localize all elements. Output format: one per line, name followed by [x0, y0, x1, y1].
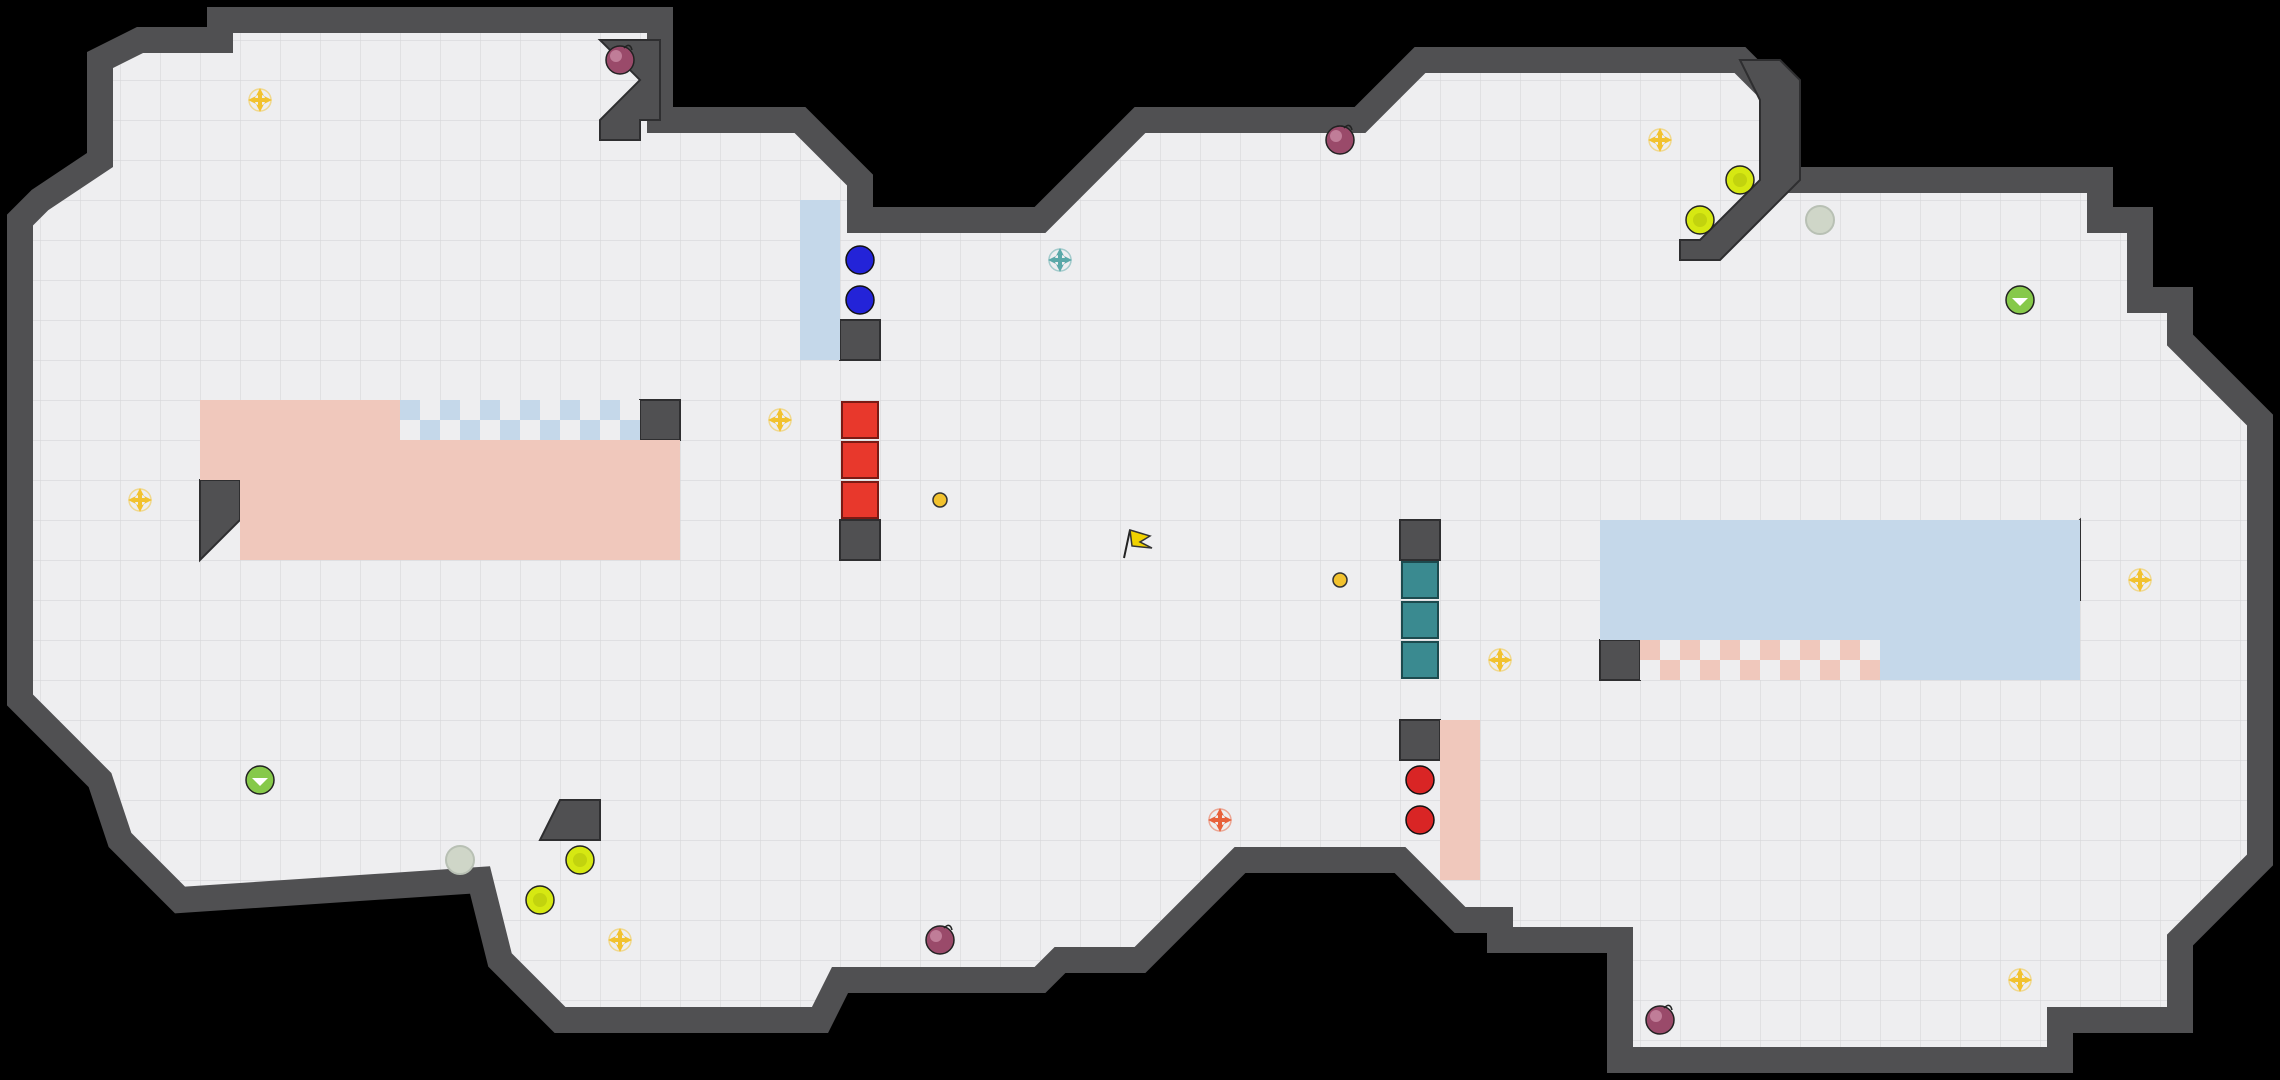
boost-pad-icon: [2008, 968, 2032, 992]
gates: [841, 401, 1439, 679]
bomb-icon: [1325, 124, 1355, 155]
wall-block: [597, 39, 661, 141]
portal-icon: [445, 845, 475, 875]
red-zone: [200, 440, 240, 480]
boost-pad-icon: [1488, 648, 1512, 672]
wall-block: [538, 799, 601, 841]
bomb-icon: [605, 44, 635, 75]
blue-ball-icon: [845, 285, 875, 315]
boost-pad-icon: [768, 408, 792, 432]
red-checker-zone: [1640, 640, 1880, 680]
spawn-markers: [932, 492, 1348, 588]
blue-zone: [1880, 640, 2080, 680]
red-gate: [841, 401, 879, 519]
wall-square: [839, 519, 881, 561]
powerups: [245, 285, 2035, 795]
button-icon: [1685, 205, 1715, 235]
red-zone: [240, 440, 680, 560]
bomb-icon: [1645, 1004, 1675, 1035]
wall-square: [1399, 719, 1441, 761]
boost-pad-icon: [1048, 248, 1072, 272]
portals: [445, 205, 1835, 875]
boost-pad-icon: [1648, 128, 1672, 152]
red-zone: [200, 400, 400, 440]
blue-zone: [800, 200, 840, 360]
boost-pad-icon: [2128, 568, 2152, 592]
button-icon: [1725, 165, 1755, 195]
boost-pad-icon: [248, 88, 272, 112]
button-icon: [565, 845, 595, 875]
wall-square: [1599, 639, 1641, 681]
wall-square: [1399, 519, 1441, 561]
buttons: [525, 165, 1755, 915]
boost-pad-icon: [128, 488, 152, 512]
boost-pad-icon: [1208, 808, 1232, 832]
red-ball-icon: [1405, 805, 1435, 835]
team-zones: [200, 200, 2080, 880]
boost-pad-icon: [608, 928, 632, 952]
red-zone: [1440, 720, 1480, 880]
wall-square: [639, 399, 681, 441]
balls: [845, 245, 1435, 835]
blue-checker-zone: [400, 400, 640, 440]
spawn-dot-icon: [1332, 572, 1348, 588]
blue-ball-icon: [845, 245, 875, 275]
button-icon: [525, 885, 555, 915]
powerup-icon: [2005, 285, 2035, 315]
yellow-flag-icon: [1123, 528, 1153, 559]
blue-gate: [1401, 561, 1439, 679]
spawn-dot-icon: [932, 492, 948, 508]
blue-zone: [1600, 520, 2080, 640]
portal-icon: [1805, 205, 1835, 235]
boost-pads: [128, 88, 2152, 992]
bomb-icon: [925, 924, 955, 955]
powerup-icon: [245, 765, 275, 795]
red-ball-icon: [1405, 765, 1435, 795]
wall-block: [1679, 59, 1801, 261]
wall-square: [839, 319, 881, 361]
bombs: [605, 44, 1675, 1035]
